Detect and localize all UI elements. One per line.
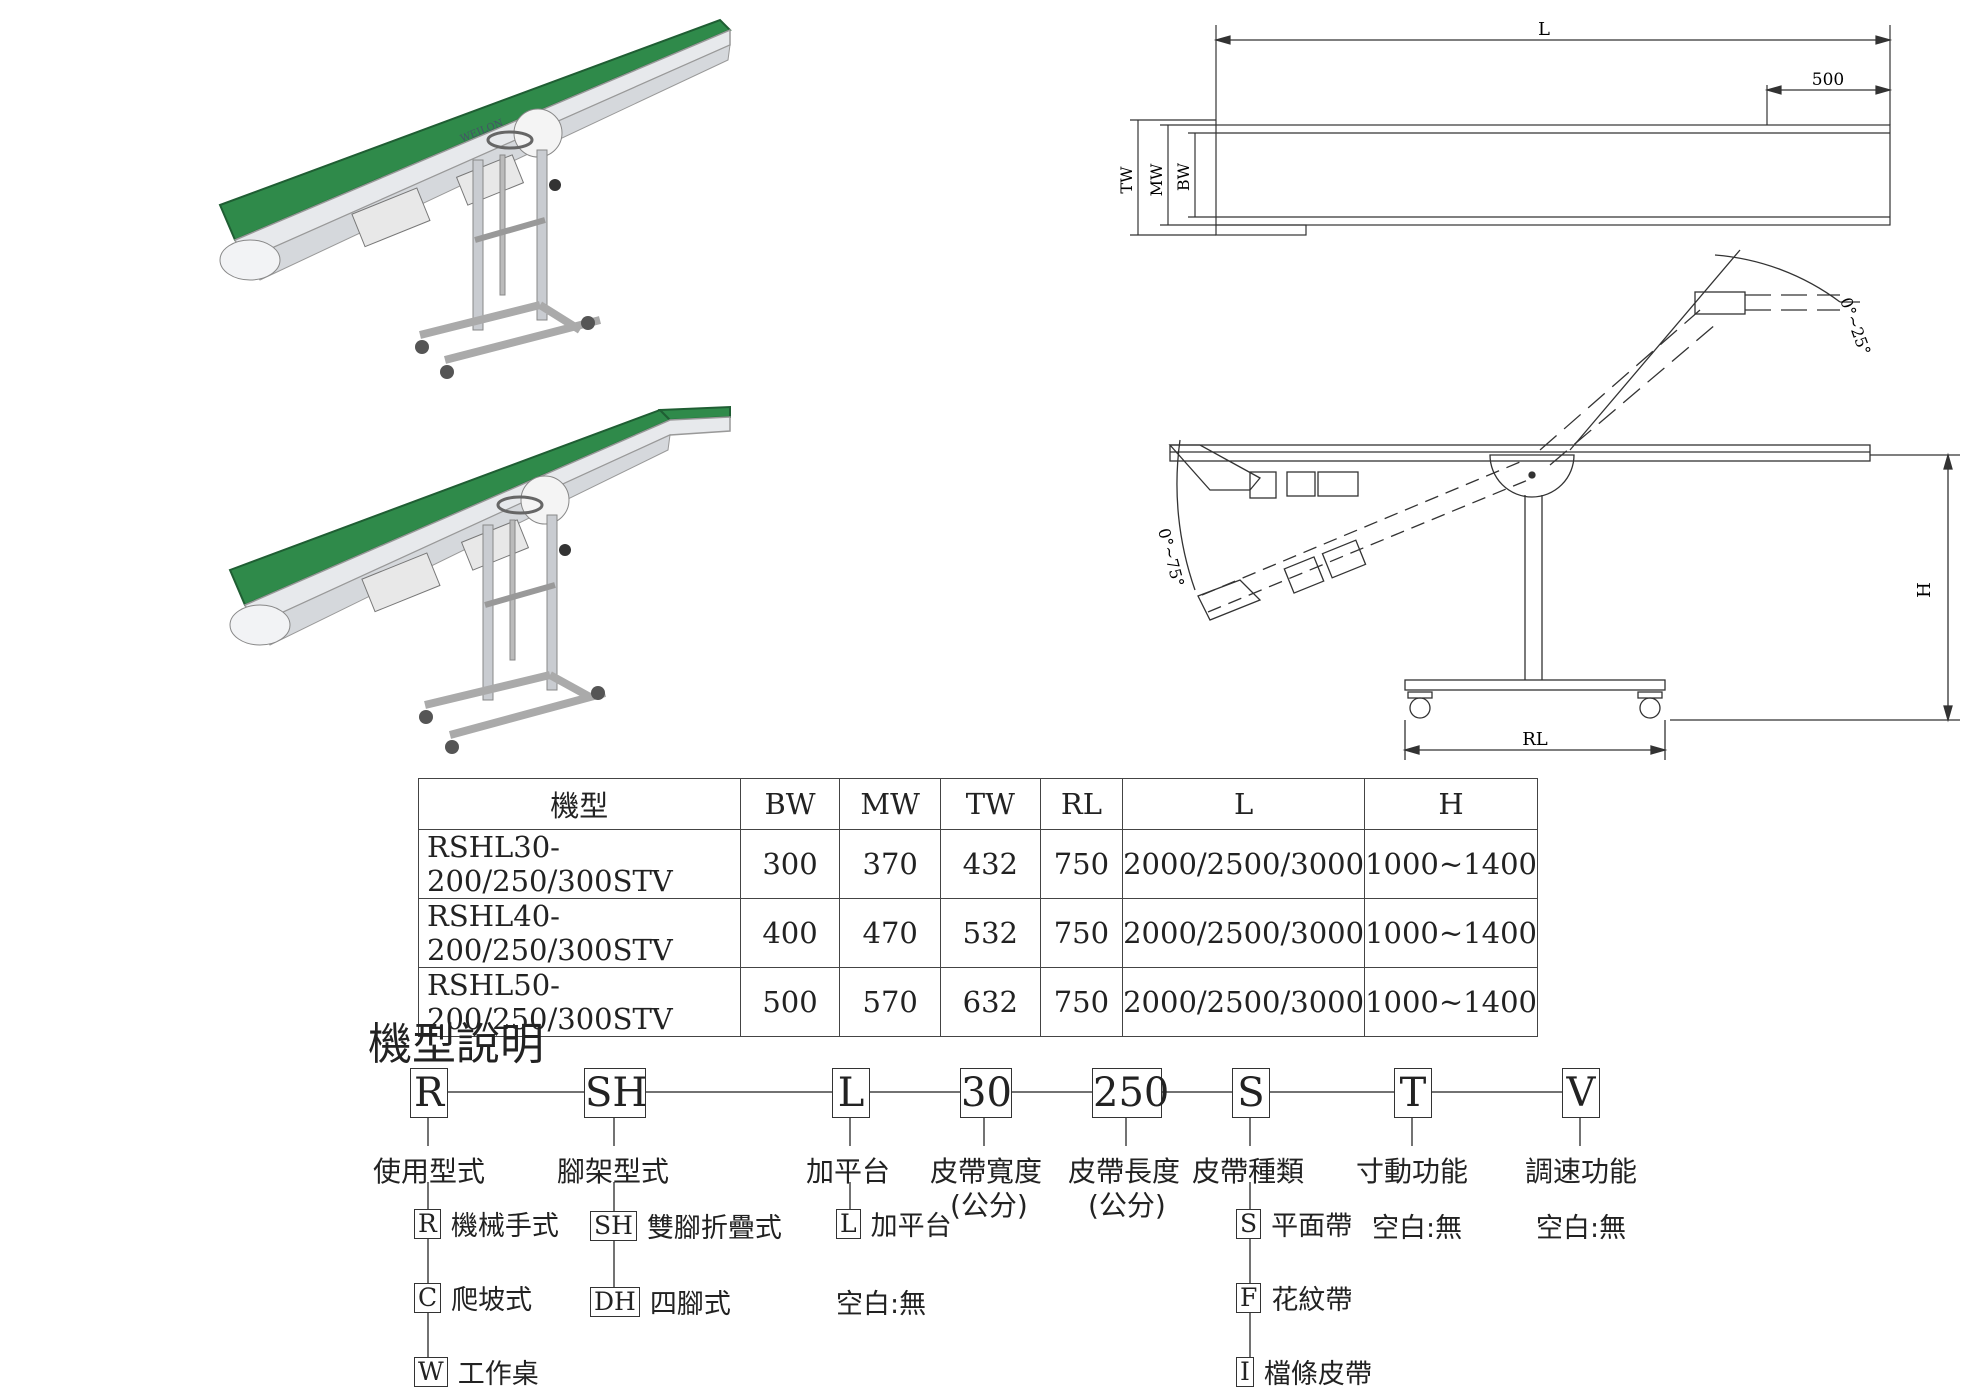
cell-bw: 400	[739, 898, 841, 968]
conveyor-photo-standard: WEILON	[218, 18, 732, 379]
option-text: 爬坡式	[451, 1285, 533, 1316]
caption-belt-type: 皮帶種類	[1192, 1155, 1305, 1188]
caption-belt-length-unit: (公分)	[1088, 1189, 1166, 1222]
option-s-cleated: I 檔條皮帶	[1236, 1352, 1372, 1391]
option-v-blank: 空白:無	[1536, 1213, 1627, 1244]
option-text: 機械手式	[450, 1211, 559, 1242]
cell-model: RSHL30-200/250/300STV	[418, 829, 741, 899]
cell-rl: 750	[1039, 898, 1124, 968]
offset-label: 500	[1812, 70, 1844, 90]
option-letter: SH	[590, 1210, 637, 1241]
cell-h: 1000~1400	[1364, 967, 1538, 1037]
option-letter: I	[1236, 1356, 1254, 1387]
option-letter: W	[414, 1356, 448, 1387]
code-box-250: 250	[1092, 1068, 1170, 1118]
col-l: L	[1122, 778, 1366, 830]
option-l-platform: L 加平台	[836, 1204, 952, 1243]
cell-rl: 750	[1039, 829, 1124, 899]
option-text: 檔條皮帶	[1263, 1359, 1372, 1390]
option-r-workbench: W 工作桌	[414, 1352, 539, 1391]
top-view-drawing: L 500 TW MW BW	[1117, 19, 1893, 236]
cell-mw: 470	[839, 898, 941, 968]
code-box-sh: SH	[584, 1068, 648, 1118]
cell-mw: 370	[839, 829, 941, 899]
option-text: 平面帶	[1271, 1211, 1353, 1242]
cell-h: 1000~1400	[1364, 898, 1538, 968]
col-h: H	[1364, 778, 1538, 830]
option-letter: R	[414, 1208, 441, 1239]
option-sh-folding: SH 雙腳折疊式	[590, 1206, 782, 1245]
cell-bw: 300	[739, 829, 841, 899]
cell-rl: 750	[1039, 967, 1124, 1037]
option-s-flat: S 平面帶	[1236, 1204, 1352, 1243]
col-tw: TW	[939, 778, 1041, 830]
option-text: 花紋帶	[1271, 1285, 1353, 1316]
cell-l: 2000/2500/3000	[1122, 967, 1366, 1037]
cell-model: RSHL40-200/250/300STV	[418, 898, 741, 968]
caption-belt-length: 皮帶長度	[1068, 1155, 1181, 1188]
caption-platform: 加平台	[806, 1155, 891, 1188]
length-label: L	[1538, 19, 1550, 40]
cell-tw: 432	[939, 829, 1041, 899]
table-row: RSHL30-200/250/300STV 300 370 432 750 20…	[418, 829, 1538, 899]
option-text: 加平台	[870, 1211, 952, 1242]
code-box-l: L	[832, 1068, 870, 1118]
code-box-v: V	[1562, 1068, 1600, 1118]
table-header-row: 機型 BW MW TW RL L H	[418, 778, 1538, 830]
cell-tw: 532	[939, 898, 1041, 968]
option-text: 雙腳折疊式	[646, 1213, 782, 1244]
option-sh-four-leg: DH 四腳式	[590, 1282, 731, 1321]
option-l-blank: 空白:無	[836, 1289, 927, 1320]
caption-usage-type: 使用型式	[373, 1155, 486, 1188]
col-model: 機型	[418, 778, 741, 830]
explanation-title: 機型說明	[368, 1019, 544, 1070]
code-box-s: S	[1232, 1068, 1270, 1118]
code-box-30: 30	[960, 1068, 1012, 1118]
caption-belt-width-unit: (公分)	[950, 1189, 1028, 1222]
angle-down-label: 0°~75°	[1154, 526, 1188, 589]
cell-h: 1000~1400	[1364, 829, 1538, 899]
option-letter: DH	[590, 1286, 640, 1317]
option-letter: S	[1236, 1208, 1262, 1239]
col-mw: MW	[839, 778, 941, 830]
caption-belt-width: 皮帶寬度	[930, 1155, 1043, 1188]
option-letter: C	[414, 1282, 442, 1313]
caption-jog-function: 寸動功能	[1356, 1155, 1469, 1188]
cell-l: 2000/2500/3000	[1122, 898, 1366, 968]
col-rl: RL	[1039, 778, 1124, 830]
code-box-t: T	[1394, 1068, 1432, 1118]
cell-mw: 570	[839, 967, 941, 1037]
rail-length-label: RL	[1522, 729, 1548, 750]
cell-tw: 632	[939, 967, 1041, 1037]
mw-label: MW	[1147, 163, 1166, 196]
conveyor-photo-with-platform	[228, 405, 731, 754]
option-text: 四腳式	[649, 1289, 731, 1320]
caption-speed-control: 調速功能	[1525, 1155, 1638, 1188]
tw-label: TW	[1117, 166, 1136, 194]
option-text: 工作桌	[457, 1359, 539, 1390]
bw-label: BW	[1174, 162, 1193, 191]
height-label: H	[1914, 582, 1935, 598]
code-box-r: R	[410, 1068, 448, 1118]
col-bw: BW	[739, 778, 841, 830]
option-r-robot: R 機械手式	[414, 1204, 559, 1243]
side-view-drawing: 0°~25° 0°~75° H RL	[1154, 249, 1960, 760]
option-letter: L	[836, 1208, 861, 1239]
option-s-pattern: F 花紋帶	[1236, 1278, 1352, 1317]
table-row: RSHL40-200/250/300STV 400 470 532 750 20…	[418, 898, 1538, 968]
table-row: RSHL50-200/250/300STV 500 570 632 750 20…	[418, 967, 1538, 1037]
option-r-climb: C 爬坡式	[414, 1278, 532, 1317]
option-letter: F	[1236, 1282, 1262, 1313]
angle-up-label: 0°~25°	[1836, 295, 1874, 358]
spec-table: 機型 BW MW TW RL L H RSHL30-200/250/300STV…	[418, 778, 1538, 1037]
caption-stand-type: 腳架型式	[557, 1155, 670, 1188]
cell-model: RSHL50-200/250/300STV	[418, 967, 741, 1037]
cell-l: 2000/2500/3000	[1122, 829, 1366, 899]
option-t-blank: 空白:無	[1372, 1213, 1463, 1244]
cell-bw: 500	[739, 967, 841, 1037]
